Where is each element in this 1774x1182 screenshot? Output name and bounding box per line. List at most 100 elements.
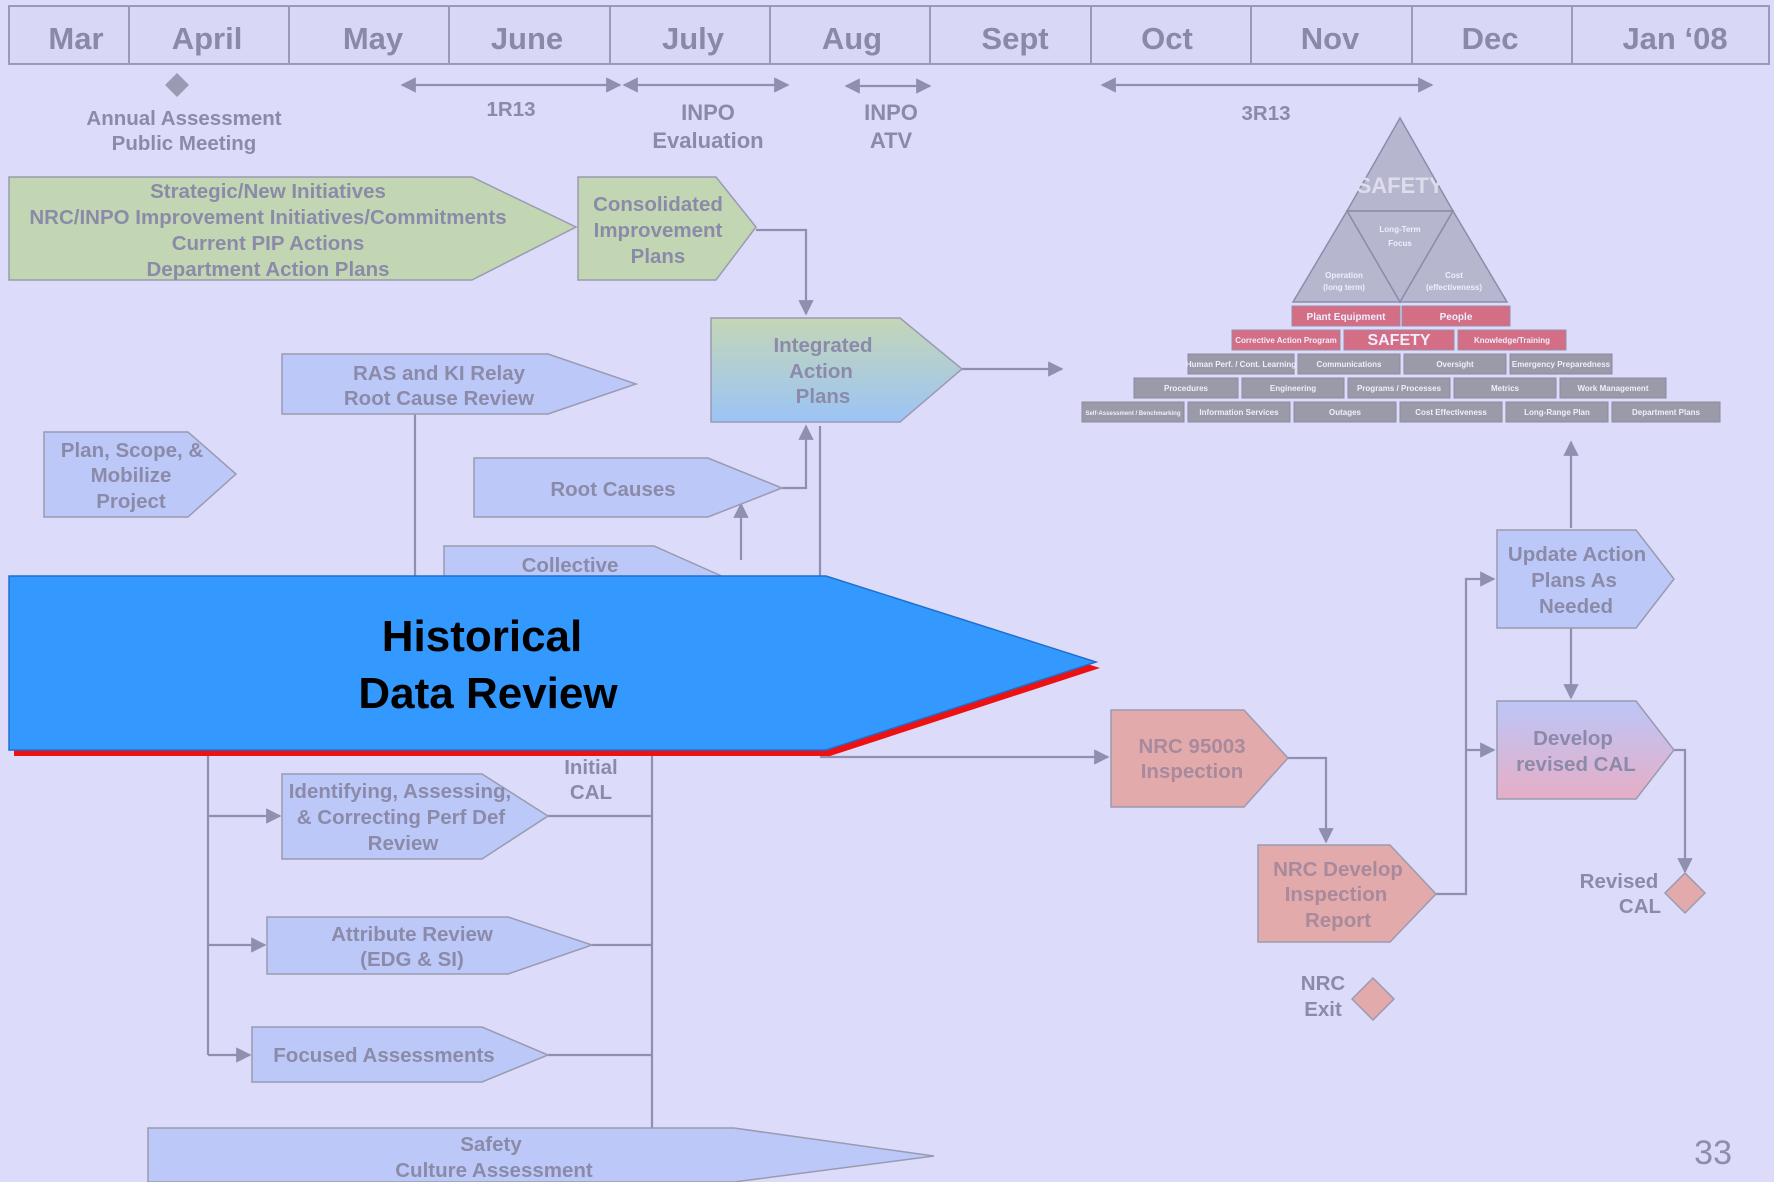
collective-label: Collective: [522, 554, 619, 577]
pyramid-cell: Department Plans: [1632, 408, 1701, 417]
pyramid-cell: Outages: [1329, 408, 1362, 417]
nrc-exit-milestone: NRC Exit: [1301, 972, 1396, 1022]
inpo-evaluation-label: INPO: [681, 100, 735, 125]
timeline-header: Mar April May June July Aug Sept Oct Nov…: [8, 5, 1770, 65]
develop-cal-line: revised CAL: [1516, 753, 1636, 776]
identifying-line: Review: [368, 832, 439, 855]
update-action-line: Plans As: [1531, 569, 1617, 592]
attribute-line: Attribute Review: [331, 923, 493, 946]
integrated-action-plans-box: Integrated Action Plans: [710, 317, 964, 423]
pyramid-top-label: SAFETY: [1357, 173, 1444, 198]
update-action-line: Update Action: [1508, 543, 1646, 566]
strategic-line: NRC/INPO Improvement Initiatives/Commitm…: [29, 206, 506, 229]
pyramid-cell: Programs / Processes: [1357, 384, 1442, 393]
1r13-label: 1R13: [486, 98, 535, 121]
month-label: Jan ‘08: [1622, 21, 1727, 56]
month-label: May: [343, 21, 404, 56]
annual-assessment-label: Annual Assessment: [86, 107, 281, 130]
identifying-line: & Correcting Perf Def: [297, 806, 506, 829]
root-causes-box: Root Causes: [473, 457, 785, 518]
month-label: June: [491, 21, 563, 56]
pyramid-cell: Oversight: [1436, 360, 1474, 369]
initial-cal-label: CAL: [570, 781, 612, 804]
ras-ki-review-box: RAS and KI Relay Root Cause Review: [281, 353, 639, 415]
pyramid-cell: Self-Assessment / Benchmarking: [1085, 411, 1180, 417]
revised-cal-line: Revised: [1580, 870, 1659, 893]
nrc-develop-line: Report: [1305, 909, 1371, 932]
safety-culture-box: Safety Culture Assessment: [147, 1127, 935, 1182]
month-label: Sept: [981, 21, 1048, 56]
root-causes-label: Root Causes: [550, 478, 675, 501]
safety-pyramid: SAFETY Long-Term Focus Operation (long t…: [1081, 116, 1721, 423]
focused-label: Focused Assessments: [273, 1044, 494, 1067]
update-action-line: Needed: [1539, 595, 1613, 618]
pyramid-cell: People: [1440, 312, 1473, 323]
update-action-plans-box: Update Action Plans As Needed: [1496, 529, 1675, 629]
nrc-exit-line: NRC: [1301, 972, 1346, 995]
pyramid-cell: Corrective Action Program: [1235, 336, 1337, 345]
month-label: Mar: [48, 21, 103, 56]
page-number: 33: [1694, 1134, 1732, 1172]
nrc-95003-line: Inspection: [1141, 760, 1244, 783]
revised-cal-milestone: Revised CAL: [1580, 870, 1707, 918]
inpo-atv-label: ATV: [870, 128, 913, 153]
pyramid-cell: Human Perf. / Cont. Learning: [1186, 360, 1296, 369]
consolidated-line: Consolidated: [593, 193, 723, 216]
pyramid-cell: SAFETY: [1367, 332, 1430, 349]
nrc-develop-line: NRC Develop: [1273, 858, 1403, 881]
pyramid-cell: Work Management: [1578, 384, 1649, 393]
strategic-line: Strategic/New Initiatives: [150, 180, 386, 203]
ras-ki-line: RAS and KI Relay: [353, 362, 526, 385]
pyramid-cell: Engineering: [1270, 384, 1316, 393]
plan-scope-line: Plan, Scope, &: [61, 439, 204, 462]
nrc-95003-line: NRC 95003: [1138, 735, 1245, 758]
long-term-label: Long-Term: [1379, 225, 1420, 234]
integrated-line: Action: [789, 360, 853, 383]
historical-line: Data Review: [358, 669, 618, 718]
milestone-diamond: [165, 73, 189, 97]
milestones: Annual Assessment Public Meeting 1R13 IN…: [86, 73, 1434, 155]
focused-assessments-box: Focused Assessments: [251, 1026, 550, 1083]
safety-culture-line: Culture Assessment: [395, 1159, 593, 1182]
safety-culture-line: Safety: [460, 1133, 522, 1156]
pyramid-cell: Cost Effectiveness: [1415, 408, 1487, 417]
operation-label: (long term): [1323, 283, 1365, 292]
historical-line: Historical: [382, 612, 583, 661]
consolidated-plans-box: Consolidated Improvement Plans: [577, 176, 757, 281]
3r13-label: 3R13: [1241, 102, 1290, 125]
revised-cal-line: CAL: [1619, 895, 1661, 918]
month-label: Aug: [822, 21, 882, 56]
consolidated-line: Improvement: [594, 219, 723, 242]
month-label: Dec: [1462, 21, 1519, 56]
initial-cal-label: Initial: [564, 756, 618, 779]
nrc-develop-report-box: NRC Develop Inspection Report: [1257, 844, 1438, 943]
pyramid-cell: Long-Range Plan: [1524, 408, 1590, 417]
attribute-review-box: Attribute Review (EDG & SI): [266, 916, 595, 975]
month-label: July: [662, 21, 725, 56]
inpo-atv-label: INPO: [864, 100, 918, 125]
develop-cal-line: Develop: [1533, 727, 1613, 750]
strategic-line: Current PIP Actions: [172, 232, 365, 255]
plan-scope-box: Plan, Scope, & Mobilize Project: [43, 431, 238, 518]
consolidated-line: Plans: [631, 245, 686, 268]
develop-revised-cal-box: Develop revised CAL: [1496, 700, 1675, 800]
pyramid-cell: Communications: [1317, 360, 1382, 369]
historical-data-review-box: Historical Data Review: [8, 575, 1100, 756]
nrc-develop-line: Inspection: [1285, 883, 1388, 906]
month-label: Nov: [1301, 21, 1360, 56]
cost-label: (effectiveness): [1426, 283, 1482, 292]
plan-scope-line: Project: [96, 490, 166, 513]
strategic-initiatives-box: Strategic/New Initiatives NRC/INPO Impro…: [8, 176, 578, 281]
plan-scope-line: Mobilize: [91, 464, 172, 487]
ras-ki-line: Root Cause Review: [344, 387, 534, 410]
integrated-line: Integrated: [773, 334, 872, 357]
inpo-evaluation-label: Evaluation: [652, 128, 763, 153]
nrc-95003-box: NRC 95003 Inspection: [1110, 709, 1290, 808]
connectors: [206, 228, 1693, 1128]
strategic-line: Department Action Plans: [146, 258, 389, 281]
integrated-line: Plans: [796, 385, 851, 408]
attribute-line: (EDG & SI): [360, 948, 464, 971]
month-label: April: [172, 21, 243, 56]
